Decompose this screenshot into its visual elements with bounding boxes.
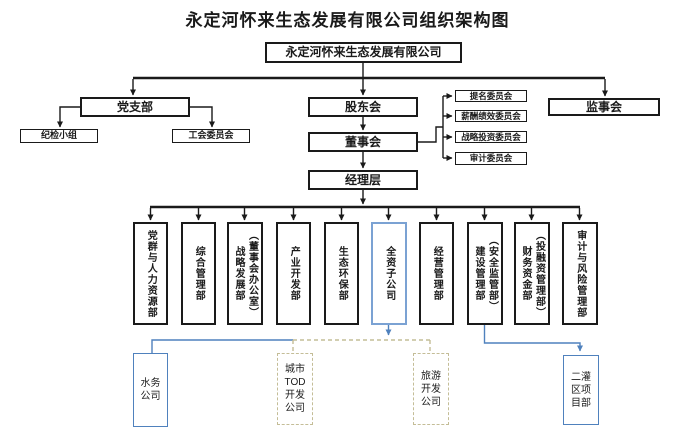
node-board-of-directors: 董事会 (308, 132, 418, 152)
node-dept-industry-development: 产业开发部 (276, 222, 311, 325)
node-dept-eco-environment: 生态环保部 (324, 222, 359, 325)
dept-label: （董事会办公室） 战略发展部 (233, 229, 258, 318)
black-connectors (57, 62, 608, 221)
node-party-branch: 党支部 (80, 97, 190, 117)
node-compensation-performance-committee: 薪酬绩效委员会 (455, 110, 527, 122)
node-board-of-supervisors: 监事会 (548, 98, 660, 116)
node-root-company: 永定河怀来生态发展有限公司 (265, 42, 462, 63)
rail-lines (133, 76, 605, 209)
dept-label: 综合管理部 (193, 246, 205, 301)
node-strategic-investment-committee: 战略投资委员会 (455, 131, 527, 143)
node-management-layer: 经理层 (308, 170, 418, 190)
node-second-irrigation-district-project-dept: 二灌 区项 目部 (563, 355, 599, 425)
node-dept-operations-management: 经营管理部 (419, 222, 454, 325)
node-union-committee: 工会委员会 (172, 129, 250, 143)
node-urban-tod-development-company: 城市 TOD 开发 公司 (277, 353, 313, 425)
dashed-connectors (292, 339, 431, 353)
dept-label: （投融资管理部） 财务资金部 (520, 229, 545, 318)
node-shareholders-meeting: 股东会 (308, 97, 418, 117)
node-tourism-development-company: 旅游 开发 公司 (413, 353, 449, 425)
dept-label: 经营管理部 (431, 246, 443, 301)
node-wholly-owned-subsidiaries: 全资子公司 (371, 222, 407, 325)
chart-title: 永定河怀来生态发展有限公司组织架构图 (185, 11, 510, 30)
node-dept-audit-risk: 审计与风险管理部 (562, 222, 598, 325)
node-dept-construction-management: （安全监管部） 建设管理部 (467, 222, 503, 325)
dept-label: 党群与人力资源部 (145, 229, 157, 318)
dept-label: 审计与风险管理部 (574, 229, 586, 318)
dept-label: 生态环保部 (336, 246, 348, 301)
node-dept-finance-treasury: （投融资管理部） 财务资金部 (514, 222, 550, 325)
node-nomination-committee: 提名委员会 (455, 90, 527, 102)
dept-label: 产业开发部 (288, 246, 300, 301)
node-dept-party-hr: 党群与人力资源部 (133, 222, 168, 325)
dept-label: 全资子公司 (383, 246, 395, 301)
node-dept-general-management: 综合管理部 (181, 222, 216, 325)
node-discipline-inspection-group: 纪检小组 (20, 129, 98, 143)
node-audit-committee: 审计委员会 (455, 152, 527, 165)
node-water-company: 水务 公司 (133, 353, 168, 427)
dept-label: （安全监管部） 建设管理部 (473, 235, 498, 312)
node-dept-strategic-development: （董事会办公室） 战略发展部 (227, 222, 263, 325)
blue-connectors (151, 325, 583, 353)
